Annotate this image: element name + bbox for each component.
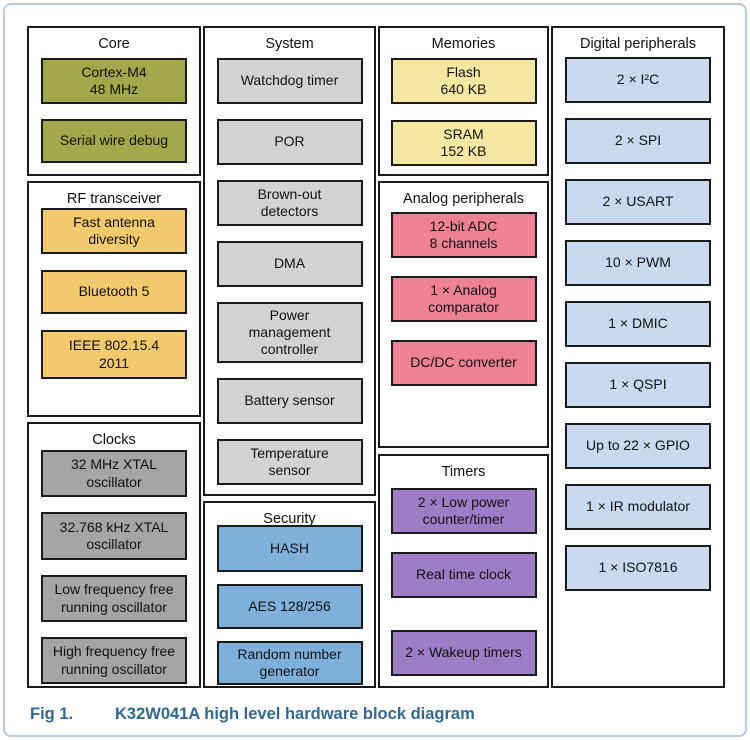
block-por: POR <box>216 119 363 165</box>
block-watchdog-timer: Watchdog timer <box>216 58 363 104</box>
block-1-x-dmic: 1 × DMIC <box>565 301 711 347</box>
section-title-analog: Analog peripherals <box>403 191 524 207</box>
figure-caption-title: K32W041A high level hardware block diagr… <box>115 705 475 723</box>
figure-caption-label: Fig 1. <box>30 705 74 723</box>
block-hash: HASH <box>216 525 363 572</box>
block-2-x-low-power-counter-timer: 2 × Low power counter/timer <box>390 488 537 534</box>
block-low-frequency-free-running-oscillator: Low frequency free running oscillator <box>41 575 187 622</box>
block-1-x-ir-modulator: 1 × IR modulator <box>565 484 711 530</box>
section-title-core: Core <box>98 36 130 52</box>
block-high-frequency-free-running-oscillator: High frequency free running oscillator <box>41 637 187 684</box>
section-clocks: Clocks 32 MHz XTAL oscillator 32.768 kHz X… <box>27 422 201 688</box>
block-temperature-sensor: Temperature sensor <box>216 439 363 485</box>
section-title-rf: RF transceiver <box>66 191 162 207</box>
figure-caption: Fig 1. K32W041A high level hardware bloc… <box>30 705 475 724</box>
block-fast-antenna-diversity: Fast antenna diversity <box>41 208 187 254</box>
block-sram-152-kb: SRAM 152 KB <box>390 120 537 166</box>
section-digital: Digital peripherals 2 × I²C 2 × SPI 2 × USA… <box>551 26 725 688</box>
section-analog: Analog peripherals 12-bit ADC 8 channels 1… <box>378 181 549 448</box>
section-title-digital: Digital peripherals <box>579 36 697 52</box>
block-aes-128-256: AES 128/256 <box>216 584 363 629</box>
block-1-x-qspi: 1 × QSPI <box>565 362 711 408</box>
block-battery-sensor: Battery sensor <box>216 378 363 424</box>
block-1-x-iso7816: 1 × ISO7816 <box>565 545 711 591</box>
section-title-system: System <box>265 36 314 52</box>
block-cortex-m4-48-mhz: Cortex-M4 48 MHz <box>41 58 187 104</box>
block-32-768-khz-xtal-oscillator: 32.768 kHz XTAL oscillator <box>41 512 187 560</box>
block-dc-dc-converter: DC/DC converter <box>390 340 537 386</box>
section-title-timers: Timers <box>441 464 486 480</box>
block-2-x-wakeup-timers: 2 × Wakeup timers <box>390 630 537 676</box>
block-power-management-controller: Power management controller <box>216 302 363 363</box>
block-real-time-clock: Real time clock <box>390 552 537 598</box>
block-brown-out-detectors: Brown-out detectors <box>216 180 363 226</box>
block-dma: DMA <box>216 241 363 287</box>
block-serial-wire-debug: Serial wire debug <box>41 119 187 163</box>
block-flash-640-kb: Flash 640 KB <box>390 58 537 104</box>
diagram-column-4: Digital peripherals 2 × I²C 2 × SPI 2 × USA… <box>551 26 725 688</box>
section-title-clocks: Clocks <box>92 432 136 448</box>
block-2-x-spi: 2 × SPI <box>565 118 711 164</box>
block-32-mhz-xtal-oscillator: 32 MHz XTAL oscillator <box>41 450 187 497</box>
section-title-memories: Memories <box>431 36 496 52</box>
section-title-security: Security <box>263 511 316 527</box>
block-2-x-usart: 2 × USART <box>565 179 711 225</box>
block-12-bit-adc-8-channels: 12-bit ADC 8 channels <box>390 212 537 258</box>
block-1-x-analog-comparator: 1 × Analog comparator <box>390 276 537 322</box>
block-10-x-pwm: 10 × PWM <box>565 240 711 286</box>
block-2-x-i2c: 2 × I²C <box>565 57 711 103</box>
block-bluetooth-5: Bluetooth 5 <box>41 270 187 314</box>
block-random-number-generator: Random number generator <box>216 641 363 685</box>
block-ieee-802-15-4-2011: IEEE 802.15.4 2011 <box>41 330 187 379</box>
block-up-to-22-x-gpio: Up to 22 × GPIO <box>565 423 711 469</box>
